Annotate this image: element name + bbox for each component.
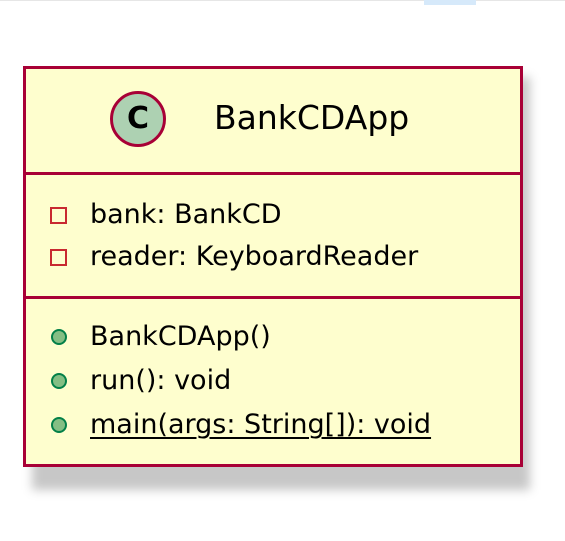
class-box-bankcdapp[interactable]: C BankCDApp bank: BankCD reader: Keyboar…	[23, 66, 523, 467]
method-text: BankCDApp()	[90, 321, 271, 352]
method-text: run(): void	[90, 365, 232, 396]
field-text: bank: BankCD	[90, 199, 282, 230]
public-circle-icon	[51, 373, 67, 389]
private-square-icon	[50, 207, 67, 224]
public-circle-icon	[51, 417, 67, 433]
fields-compartment: bank: BankCD reader: KeyboardReader	[26, 175, 520, 299]
top-tab-highlight	[424, 0, 476, 5]
static-method-text: main(args: String[]): void	[90, 409, 432, 440]
class-header: C BankCDApp	[26, 69, 520, 175]
class-stereotype-icon: C	[110, 91, 166, 147]
public-circle-icon	[51, 329, 67, 345]
methods-compartment: BankCDApp() run(): void main(args: Strin…	[26, 299, 520, 464]
private-square-icon	[50, 249, 67, 266]
field-text: reader: KeyboardReader	[90, 241, 419, 272]
top-border-line	[0, 0, 565, 1]
class-name: BankCDApp	[214, 98, 410, 137]
